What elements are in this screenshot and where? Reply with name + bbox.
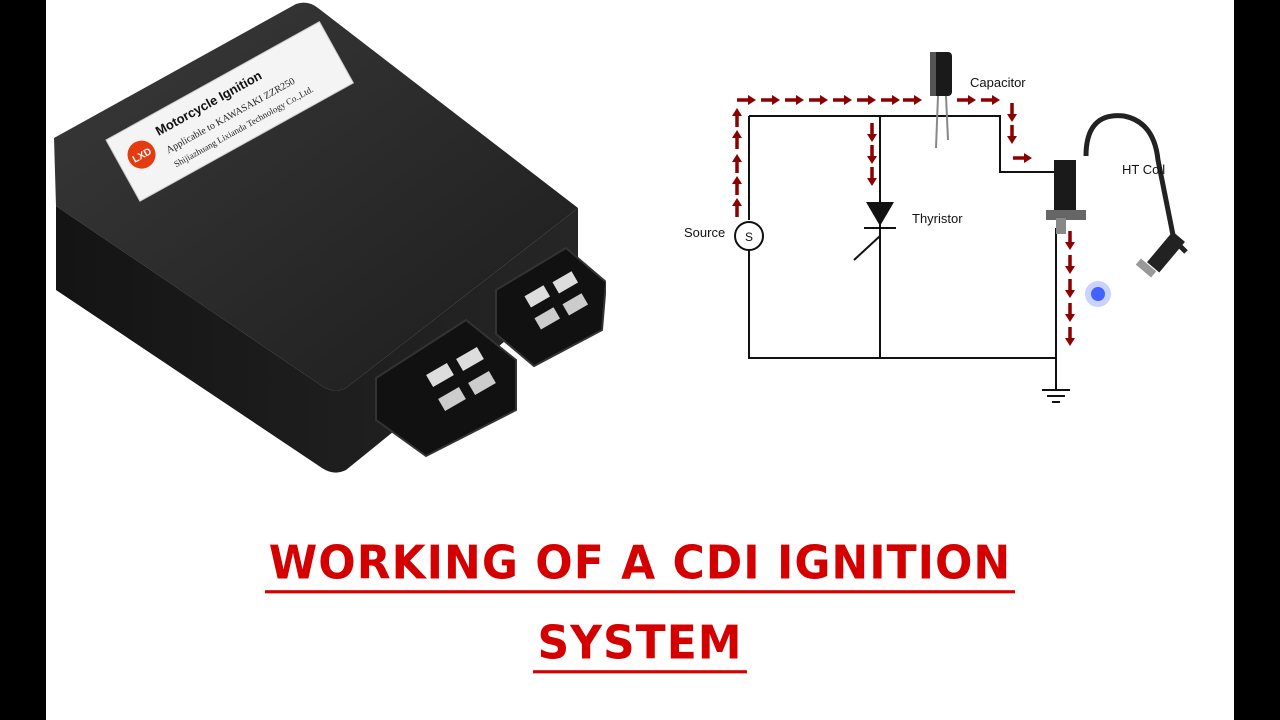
flow-arrow-up [732, 130, 742, 149]
flow-arrow-right [785, 95, 804, 105]
connector-left [375, 318, 517, 458]
flow-arrow-right [737, 95, 756, 105]
ground-symbol [1042, 389, 1070, 403]
cdi-label [105, 21, 355, 202]
ht-coil-label: HT Coil [1122, 162, 1166, 177]
flow-arrow-down [867, 167, 877, 186]
title-line-1: Working of a CDI Ignition [46, 537, 1234, 594]
flow-arrow-right [881, 95, 900, 105]
flow-arrow-right [857, 95, 876, 105]
cdi-unit-image: LXD Motorcycle Ignition Applicable to KA… [54, 2, 606, 473]
logo-badge [127, 140, 156, 169]
current-flow-arrows [732, 95, 1075, 346]
spark [1091, 287, 1105, 301]
source-label: Source [684, 225, 726, 240]
flow-arrow-right [957, 95, 976, 105]
flow-arrow-right [809, 95, 828, 105]
flow-arrow-down [1065, 327, 1075, 346]
flow-arrow-up [732, 198, 742, 217]
title-text-1: Working of a CDI Ignition [264, 539, 1016, 594]
wire-top [749, 115, 1056, 173]
flow-arrow-right [761, 95, 780, 105]
flow-arrow-down [1065, 279, 1075, 298]
source-symbol [734, 221, 764, 251]
flow-arrow-right [833, 95, 852, 105]
flow-arrow-down [1065, 303, 1075, 322]
flow-arrow-up [732, 108, 742, 127]
flow-arrow-down [1007, 125, 1017, 144]
title-text-2: System [533, 619, 747, 674]
flow-arrow-down [1065, 231, 1075, 250]
slide-canvas: LXD Motorcycle Ignition Applicable to KA… [46, 0, 1234, 720]
flow-arrow-up [732, 154, 742, 173]
flow-arrow-right [1013, 153, 1032, 163]
flow-arrow-down [867, 123, 877, 142]
title-line-2: System [46, 617, 1234, 674]
flow-arrow-right [981, 95, 1000, 105]
source-symbol-letter: S [745, 230, 753, 244]
flow-arrow-down [1007, 103, 1017, 122]
thyristor-label: Thyristor [912, 211, 963, 226]
thyristor-symbol [853, 202, 896, 261]
wire-left-bottom [748, 250, 1056, 359]
ht-coil-symbol [1046, 113, 1188, 307]
flow-arrow-up [732, 176, 742, 195]
cdi-circuit-diagram: S [732, 52, 1188, 403]
flow-arrow-down [867, 145, 877, 164]
capacitor-symbol [930, 52, 952, 149]
flow-arrow-right [903, 95, 922, 105]
connector-right [495, 246, 606, 368]
flow-arrow-down [1065, 255, 1075, 274]
capacitor-label: Capacitor [970, 75, 1026, 90]
